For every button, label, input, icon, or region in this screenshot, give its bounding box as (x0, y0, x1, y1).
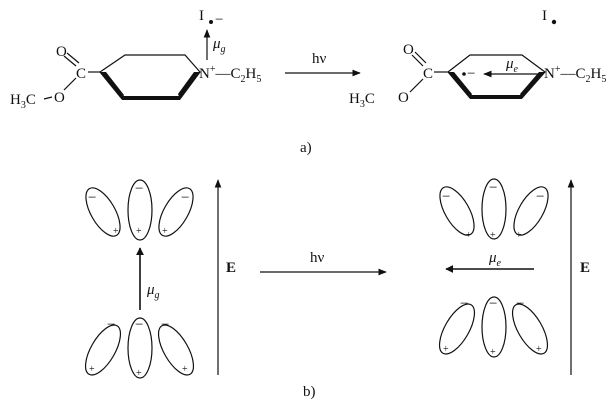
minus-sign: − (489, 296, 497, 312)
minus-sign: − (181, 190, 189, 206)
ellipse (158, 187, 194, 237)
left-ring-bold-bottom (122, 96, 180, 100)
left-counter-dot (209, 20, 213, 24)
right-top-cluster: − − − + + + (439, 178, 549, 241)
plus-sign: + (490, 230, 496, 241)
right-molecule: O C O H3C − μe N+—C2H5 I (349, 8, 606, 110)
left-co-double-1 (63, 55, 77, 67)
left-molecule: O C O H3C N+—C2H5 μg I − (10, 8, 261, 111)
ellipse (438, 303, 476, 355)
left-ring (99, 54, 201, 100)
ellipse (85, 187, 121, 237)
right-radical-dot (551, 19, 557, 25)
right-ring-bold-bottom (470, 95, 522, 99)
left-dipole-label: μg (212, 36, 226, 55)
plus-sign: + (136, 226, 142, 237)
panel-b-hv-label: hν (310, 250, 325, 266)
left-field-label: E (226, 260, 236, 276)
right-ring-wedge-right (520, 72, 545, 98)
left-o-ch3 (43, 96, 53, 100)
right-dipole-label: μe (488, 250, 502, 269)
ellipse (513, 186, 549, 236)
right-nitrogen: N+—C2H5 (544, 64, 606, 85)
right-co-double-2 (414, 51, 427, 64)
left-nitrogen: N+—C2H5 (199, 64, 261, 85)
right-co-single (409, 78, 424, 93)
plus-sign: + (443, 344, 449, 355)
left-counter-ion: I (199, 8, 204, 24)
ellipse (84, 324, 122, 376)
plus-sign: + (182, 364, 188, 375)
minus-sign: − (161, 317, 169, 333)
left-ring-wedge-right (178, 72, 200, 99)
left-ring-wedge (100, 72, 124, 99)
minus-sign: − (107, 317, 115, 333)
minus-sign: − (135, 181, 143, 197)
right-ring-minus: − (467, 66, 475, 82)
minus-sign: − (460, 296, 468, 312)
right-dipole-label: μe (505, 56, 519, 75)
left-co-double-2 (66, 52, 80, 64)
plus-sign: + (516, 230, 522, 241)
minus-sign: − (135, 317, 143, 333)
right-co-double-1 (411, 54, 424, 67)
right-ring-dot (462, 72, 466, 76)
ellipse (127, 317, 153, 379)
panel-a-caption: a) (300, 140, 312, 156)
right-field-label: E (580, 260, 590, 276)
left-carbon: C (76, 66, 86, 82)
left-dipole-label: μg (146, 282, 160, 301)
ellipse (127, 179, 153, 241)
plus-sign: + (136, 368, 142, 379)
ellipse (481, 178, 507, 240)
right-carbon: C (423, 66, 433, 82)
left-co-single (63, 77, 77, 91)
right-counter-ion: I (542, 8, 547, 24)
right-ring (447, 54, 546, 99)
left-bottom-cluster: − − − + + + (84, 317, 195, 379)
minus-sign: − (536, 189, 544, 205)
left-counter-charge: − (215, 12, 223, 28)
ellipse (481, 296, 507, 358)
plus-sign: + (113, 226, 119, 237)
panel-a: O C O H3C N+—C2H5 μg I − hν (10, 8, 606, 156)
panel-b: − − − + + + − − − + + + μg E hν (84, 178, 590, 400)
right-o-double: O (403, 42, 414, 58)
ellipse (157, 324, 195, 376)
panel-b-caption: b) (303, 384, 316, 400)
plus-sign: + (536, 344, 542, 355)
ellipse (511, 303, 549, 355)
plus-sign: + (466, 230, 472, 241)
left-o-double: O (56, 44, 67, 60)
panel-a-hv-label: hν (312, 51, 327, 67)
right-bottom-cluster: − − − + + + (438, 296, 549, 358)
right-methyl: H3C (349, 91, 375, 110)
left-top-cluster: − − − + + + (85, 179, 194, 241)
right-ring-wedge-left (448, 72, 472, 98)
minus-sign: − (516, 296, 524, 312)
left-methyl: H3C (10, 92, 36, 111)
left-o-single: O (54, 90, 65, 106)
minus-sign: − (88, 190, 96, 206)
ellipse (439, 186, 475, 236)
right-o-single: O (398, 90, 409, 106)
minus-sign: − (489, 180, 497, 196)
minus-sign: − (442, 189, 450, 205)
plus-sign: + (490, 347, 496, 358)
plus-sign: + (162, 226, 168, 237)
plus-sign: + (89, 364, 95, 375)
